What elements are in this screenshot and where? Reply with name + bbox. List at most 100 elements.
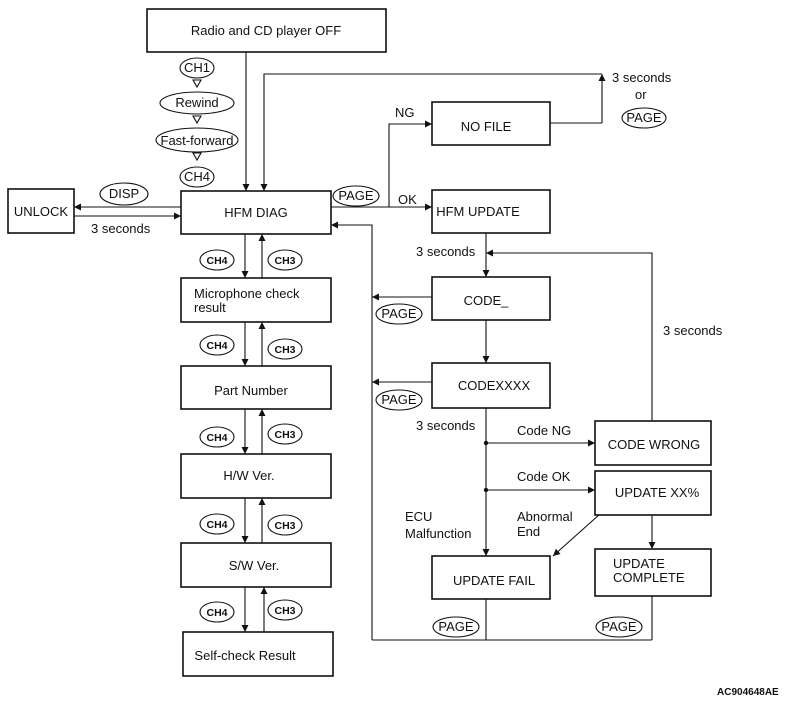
button-rewind: Rewind	[159, 91, 235, 115]
chain-triangle	[192, 115, 202, 125]
button-disp: DISP	[99, 182, 149, 206]
svg-text:H/W Ver.: H/W Ver.	[223, 468, 274, 483]
svg-text:Fast-forward: Fast-forward	[161, 133, 234, 148]
box-hfm-diag: HFM DIAG	[180, 190, 332, 235]
button-page-diag: PAGE	[332, 185, 380, 207]
chain-triangle	[192, 152, 202, 162]
button-ch4: CH4	[199, 249, 235, 271]
junction-dot	[483, 487, 489, 493]
label-code-ng: Code NG	[517, 423, 571, 438]
svg-text:PAGE: PAGE	[438, 619, 473, 634]
label-malfunction: Malfunction	[405, 526, 471, 541]
label-end: End	[517, 524, 540, 539]
svg-text:CH4: CH4	[206, 607, 227, 619]
svg-text:UPDATE XX%: UPDATE XX%	[615, 485, 700, 500]
box-unlock: UNLOCK	[7, 188, 75, 234]
arrow-return-to-diag	[331, 221, 373, 640]
connectors	[74, 52, 656, 641]
arrow-abnormal-end	[552, 513, 601, 557]
button-page-nofile: PAGE	[621, 107, 667, 129]
label-ecu: ECU	[405, 509, 432, 524]
svg-text:HFM DIAG: HFM DIAG	[224, 205, 288, 220]
svg-text:Part Number: Part Number	[214, 383, 288, 398]
box-hfm-update: HFM UPDATE	[431, 189, 551, 234]
button-page-fail: PAGE	[432, 616, 480, 638]
arrow-ng-to-no-file	[388, 120, 432, 207]
svg-text:HFM UPDATE: HFM UPDATE	[436, 204, 520, 219]
label-3-seconds-unlock: 3 seconds	[91, 221, 151, 236]
label-abnormal: Abnormal	[517, 509, 573, 524]
box-code: CODE_	[431, 276, 551, 321]
svg-text:Microphone check: Microphone check	[194, 286, 300, 301]
svg-text:CH3: CH3	[274, 429, 295, 441]
svg-text:NO FILE: NO FILE	[461, 119, 512, 134]
svg-text:PAGE: PAGE	[381, 392, 416, 407]
svg-text:CH4: CH4	[206, 340, 227, 352]
box-self-check: Self-check Result	[182, 631, 334, 677]
button-page-codexxxx: PAGE	[375, 389, 423, 411]
button-ch4-top: CH4	[179, 166, 215, 188]
box-codexxxx: CODEXXXX	[431, 362, 551, 409]
svg-text:Radio and CD player OFF: Radio and CD player OFF	[191, 23, 341, 38]
svg-text:S/W Ver.: S/W Ver.	[229, 558, 280, 573]
svg-text:PAGE: PAGE	[338, 188, 373, 203]
box-code-wrong: CODE WRONG	[594, 420, 712, 466]
chain-triangle	[192, 79, 202, 89]
svg-text:CODEXXXX: CODEXXXX	[458, 378, 531, 393]
label-3-seconds-nofile: 3 seconds	[612, 70, 672, 85]
junction-dot	[483, 440, 489, 446]
label-3-seconds-wrong: 3 seconds	[663, 323, 723, 338]
svg-text:CH3: CH3	[274, 255, 295, 267]
svg-text:CODE_: CODE_	[464, 293, 510, 308]
button-ch1: CH1	[179, 57, 215, 79]
svg-text:PAGE: PAGE	[601, 619, 636, 634]
button-ch3: CH3	[267, 599, 303, 621]
button-ch3: CH3	[267, 514, 303, 536]
svg-text:Rewind: Rewind	[175, 95, 218, 110]
svg-text:CH4: CH4	[184, 169, 210, 184]
svg-text:UNLOCK: UNLOCK	[14, 204, 69, 219]
box-radio-off: Radio and CD player OFF	[146, 8, 387, 53]
label-3-seconds-update: 3 seconds	[416, 244, 476, 259]
button-ch4: CH4	[199, 426, 235, 448]
svg-text:CH3: CH3	[274, 520, 295, 532]
button-ch4: CH4	[199, 513, 235, 535]
button-ch3: CH3	[267, 249, 303, 271]
button-ch4: CH4	[199, 334, 235, 356]
box-hw-ver: H/W Ver.	[180, 453, 332, 499]
box-update-complete: UPDATE COMPLETE	[594, 548, 712, 597]
label-3-seconds-codexxxx: 3 seconds	[416, 418, 476, 433]
box-update-fail: UPDATE FAIL	[431, 555, 551, 600]
svg-text:CH4: CH4	[206, 255, 227, 267]
label-ng: NG	[395, 105, 415, 120]
button-page-complete: PAGE	[595, 616, 643, 638]
box-microphone-check: Microphone check result	[180, 277, 332, 323]
svg-text:UPDATE: UPDATE	[613, 556, 665, 571]
arrow-code-wrong-to-code	[486, 249, 653, 421]
svg-text:COMPLETE: COMPLETE	[613, 570, 685, 585]
svg-text:CH4: CH4	[206, 519, 227, 531]
box-sw-ver: S/W Ver.	[180, 542, 332, 588]
svg-text:PAGE: PAGE	[626, 110, 661, 125]
button-ch4: CH4	[199, 601, 235, 623]
button-ch3: CH3	[267, 338, 303, 360]
svg-text:CH3: CH3	[274, 344, 295, 356]
button-ch3: CH3	[267, 423, 303, 445]
label-code-ok: Code OK	[517, 469, 571, 484]
svg-text:CH4: CH4	[206, 432, 227, 444]
box-part-number: Part Number	[180, 365, 332, 410]
svg-text:CODE WRONG: CODE WRONG	[608, 437, 700, 452]
label-ok: OK	[398, 192, 417, 207]
svg-text:UPDATE FAIL: UPDATE FAIL	[453, 573, 535, 588]
box-update-xx: UPDATE XX%	[594, 470, 712, 516]
button-fast-forward: Fast-forward	[155, 127, 239, 153]
button-page-code: PAGE	[375, 303, 423, 325]
svg-text:DISP: DISP	[109, 186, 139, 201]
arrow-return-to-hfm-diag	[260, 73, 602, 191]
svg-text:CH1: CH1	[184, 60, 210, 75]
svg-text:PAGE: PAGE	[381, 306, 416, 321]
svg-text:Self-check Result: Self-check Result	[194, 648, 296, 663]
box-no-file: NO FILE	[431, 101, 551, 146]
svg-text:result: result	[194, 300, 226, 315]
